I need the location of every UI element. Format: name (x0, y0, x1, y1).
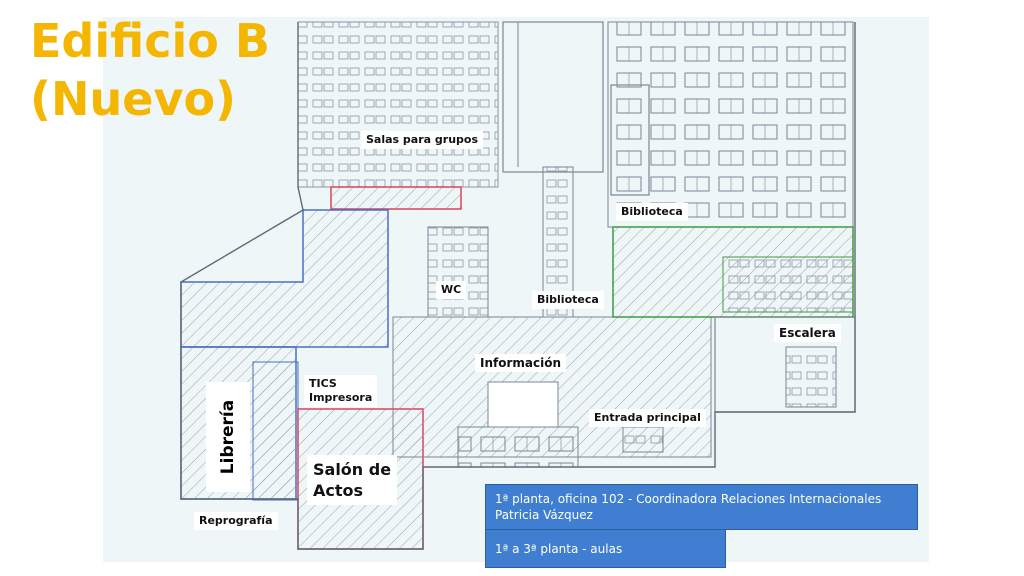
info-box-coordinadora: 1ª planta, oficina 102 - Coordinadora Re… (485, 484, 918, 530)
title-line-1: Edificio B (30, 14, 270, 68)
library-shelves (610, 84, 650, 196)
lobby-tables (457, 426, 579, 468)
label-salon-line-1: Salón de (313, 460, 392, 479)
label-informacion: Información (475, 354, 567, 372)
label-biblioteca-center: Biblioteca (532, 291, 604, 309)
label-impresora: Impresora (309, 391, 373, 404)
info-box-coordinadora-line-2: Patricia Vázquez (495, 508, 593, 522)
staircase-steps (785, 346, 837, 408)
label-reprografia: Reprografía (194, 512, 278, 530)
label-tics: TICS (309, 377, 337, 390)
label-salon-line-2: Actos (313, 481, 364, 500)
label-salon-actos: Salón de Actos (307, 455, 398, 505)
building-outline (180, 22, 856, 550)
label-entrada-principal: Entrada principal (589, 409, 706, 427)
library-green-zone-2 (722, 256, 854, 313)
wc-block (427, 226, 489, 318)
library-tables-area (607, 21, 854, 228)
label-salas-grupos: Salas para grupos (361, 131, 483, 149)
info-box-aulas: 1ª a 3ª planta - aulas (485, 529, 726, 568)
label-wc: WC (436, 281, 467, 299)
label-tics-impresora: TICS Impresora (304, 375, 378, 407)
entrance-stairs (622, 426, 664, 453)
group-rooms-area (297, 21, 499, 188)
info-box-coordinadora-line-1: 1ª planta, oficina 102 - Coordinadora Re… (495, 492, 882, 506)
study-zone (180, 209, 389, 348)
information-desk (487, 381, 559, 428)
page-title: Edificio B (Nuevo) (30, 12, 270, 128)
label-escalera: Escalera (774, 324, 841, 342)
label-libreria: Librería (218, 399, 238, 475)
group-rooms-zone (330, 186, 462, 210)
label-libreria-box: Librería (206, 382, 250, 492)
print-zone (252, 361, 299, 501)
title-line-2: (Nuevo) (30, 72, 237, 126)
label-biblioteca-top: Biblioteca (616, 203, 688, 221)
